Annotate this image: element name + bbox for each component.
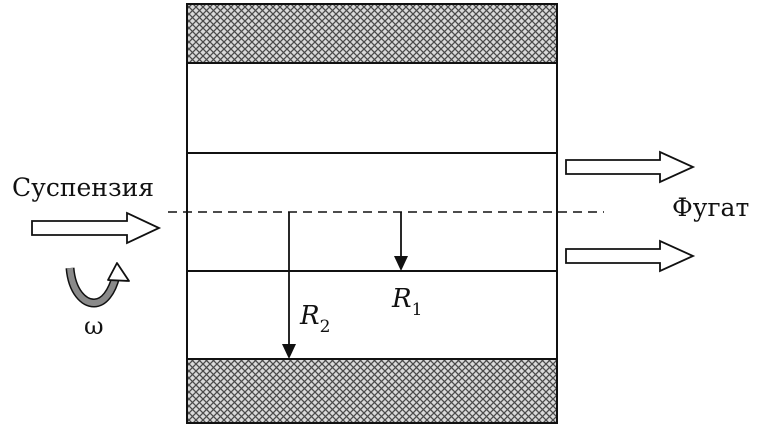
r1-label: R1 — [391, 284, 422, 320]
outlet-flow-arrow-upper-icon — [565, 150, 696, 184]
omega-label: ω — [84, 312, 104, 340]
inlet-label: Суспензия — [12, 173, 154, 202]
r1-arrow — [394, 212, 408, 271]
rotation-arrow-icon — [65, 262, 130, 308]
outlet-label: Фугат — [672, 193, 749, 222]
inlet-flow-arrow-icon — [31, 211, 162, 245]
r2-subscript: 2 — [320, 317, 331, 337]
rotor-body — [186, 3, 558, 424]
outlet-flow-arrow-lower-icon — [565, 239, 696, 273]
r2-arrow — [282, 212, 296, 359]
top-wall-hatched — [186, 3, 558, 64]
r2-label: R2 — [299, 301, 330, 337]
r1-subscript: 1 — [412, 300, 423, 320]
bottom-wall-hatched — [186, 358, 558, 424]
